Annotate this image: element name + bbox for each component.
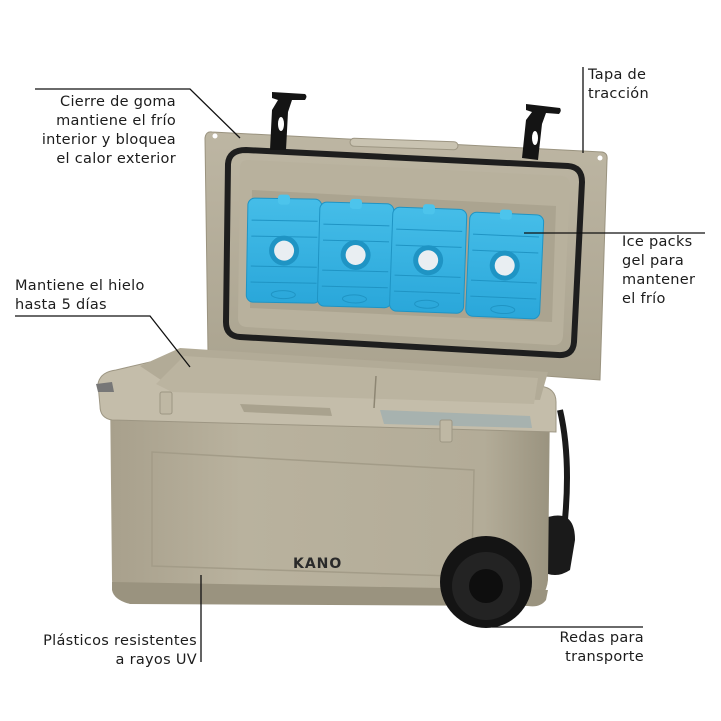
callout-ice-retention: Mantiene el hielo hasta 5 días [15,278,145,313]
callout-ice-packs: Ice packs gel para mantener el frío [622,234,696,307]
latch-right [522,104,561,160]
callout-latch: Tapa de tracción [588,67,649,102]
callout-line-gasket [35,88,241,139]
callout-gasket: Cierre de goma mantiene el frío interior… [41,94,176,167]
rear-wheel [540,515,575,575]
latch-left [270,92,307,150]
callout-line-ice-retention [15,315,191,368]
brand-logo: KANO [293,556,343,572]
callout-uv-plastic: Plásticos resistentes a rayos UV [43,633,197,668]
ice-packs [245,194,545,320]
cooler-body [96,348,557,607]
callout-lines [15,67,705,662]
front-wheel [440,536,532,628]
callout-wheels: Redas para transporte [559,630,644,665]
